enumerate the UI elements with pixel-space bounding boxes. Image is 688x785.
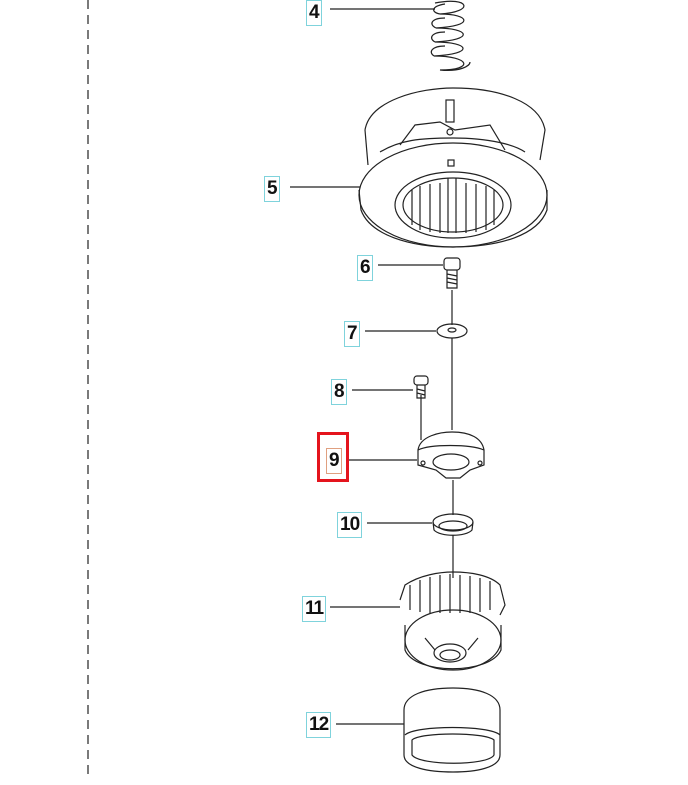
part-label-4[interactable]: 4 [306,0,322,26]
part-10-seal[interactable] [432,513,474,536]
part-label-8[interactable]: 8 [331,379,347,405]
part-label-9[interactable]: 9 [326,448,342,474]
part-12-cap[interactable] [403,687,501,773]
part-7-washer[interactable] [436,323,468,339]
part-label-10[interactable]: 10 [337,512,363,538]
part-label-12[interactable]: 12 [306,712,332,738]
part-label-11[interactable]: 11 [302,596,327,622]
part-label-5[interactable]: 5 [264,176,280,202]
part-5-housing[interactable] [358,87,548,248]
part-4-spring[interactable] [430,0,471,71]
part-9-bracket[interactable] [417,431,485,479]
part-6-bolt[interactable] [443,257,461,289]
part-label-7[interactable]: 7 [344,321,360,347]
part-8-screw[interactable] [413,375,429,399]
part-label-6[interactable]: 6 [357,255,373,281]
part-11-knob[interactable] [399,571,506,671]
selected-part-highlight [317,432,349,482]
